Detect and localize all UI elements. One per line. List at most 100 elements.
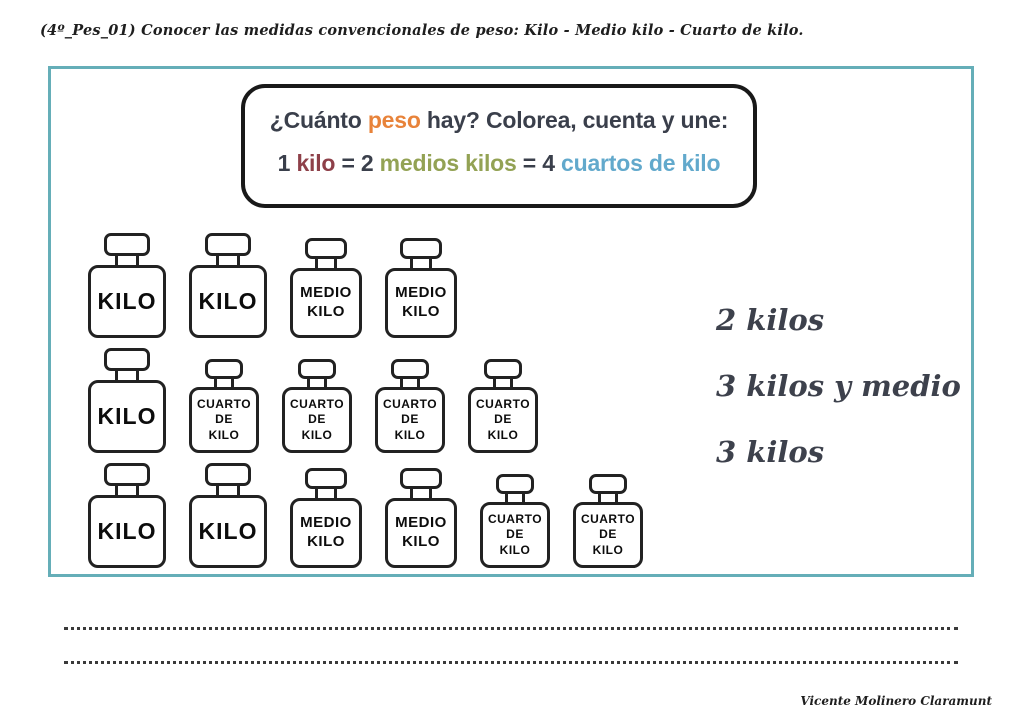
weight-knob bbox=[104, 233, 150, 256]
weight-neck bbox=[115, 254, 139, 267]
weight-label-line: CUARTO bbox=[196, 396, 252, 411]
kilo-weight[interactable]: KILO bbox=[189, 233, 267, 338]
weight-neck bbox=[216, 484, 240, 497]
weight-label-line: KILO bbox=[394, 427, 426, 442]
text-segment: kilo bbox=[296, 150, 336, 176]
weight-knob bbox=[496, 474, 534, 494]
weight-knob bbox=[589, 474, 627, 494]
weight-neck bbox=[315, 257, 337, 270]
weight-label-line: DE bbox=[215, 412, 233, 427]
weight-neck bbox=[315, 487, 337, 500]
weight-knob bbox=[104, 348, 150, 371]
weight-body: KILO bbox=[88, 380, 166, 453]
weight-knob bbox=[205, 359, 243, 379]
weight-label-line: CUARTO bbox=[382, 396, 438, 411]
weight-label-line: DE bbox=[401, 412, 419, 427]
answer-option[interactable]: 3 kilos bbox=[716, 435, 825, 469]
weight-knob bbox=[205, 463, 251, 486]
weight-neck bbox=[505, 492, 525, 504]
weight-label-line: KILO bbox=[97, 288, 157, 314]
instruction-line-1: ¿Cuánto peso hay? Colorea, cuenta y une: bbox=[245, 107, 753, 134]
weight-knob bbox=[298, 359, 336, 379]
text-segment: medios kilos bbox=[379, 150, 517, 176]
answer-option[interactable]: 2 kilos bbox=[716, 303, 825, 337]
weight-label-line: KILO bbox=[402, 533, 440, 550]
weight-label-line: KILO bbox=[198, 518, 258, 544]
weight-body: KILO bbox=[189, 265, 267, 338]
text-segment: ¿Cuánto bbox=[269, 107, 368, 133]
write-in-line-1[interactable] bbox=[64, 627, 958, 630]
weight-neck bbox=[216, 254, 240, 267]
kilo-weight[interactable]: KILO bbox=[189, 463, 267, 568]
text-segment: peso bbox=[367, 107, 421, 133]
weight-neck bbox=[410, 257, 432, 270]
kilo-weight[interactable]: KILO bbox=[88, 348, 166, 453]
kilo-weight[interactable]: KILO bbox=[88, 233, 166, 338]
weight-label-line: KILO bbox=[592, 542, 624, 557]
weight-label-line: MEDIO bbox=[395, 284, 447, 302]
weight-label-line: CUARTO bbox=[289, 396, 345, 411]
weight-knob bbox=[305, 468, 347, 489]
weight-label-line: DE bbox=[308, 412, 326, 427]
kilo-weight[interactable]: KILO bbox=[88, 463, 166, 568]
weight-label-line: DE bbox=[506, 527, 524, 542]
weight-neck bbox=[307, 377, 327, 389]
answer-options: 2 kilos 3 kilos y medio 3 kilos bbox=[716, 306, 961, 504]
write-in-line-2[interactable] bbox=[64, 661, 958, 664]
weight-neck bbox=[493, 377, 513, 389]
weight-label-line: KILO bbox=[208, 427, 240, 442]
weight-knob bbox=[391, 359, 429, 379]
weight-knob bbox=[104, 463, 150, 486]
weight-label-line: KILO bbox=[198, 288, 258, 314]
text-segment: hay? Colorea, cuenta y une: bbox=[420, 107, 729, 133]
weight-label-line: CUARTO bbox=[580, 511, 636, 526]
weight-neck bbox=[400, 377, 420, 389]
weight-label-line: DE bbox=[494, 412, 512, 427]
weight-neck bbox=[598, 492, 618, 504]
instruction-box: ¿Cuánto peso hay? Colorea, cuenta y une:… bbox=[241, 84, 757, 208]
weight-label-line: KILO bbox=[301, 427, 333, 442]
weight-body: KILO bbox=[88, 495, 166, 568]
weight-neck bbox=[410, 487, 432, 500]
weight-label-line: CUARTO bbox=[475, 396, 531, 411]
text-segment: cuartos de kilo bbox=[561, 150, 721, 176]
weight-label-line: KILO bbox=[402, 303, 440, 320]
answer-option[interactable]: 3 kilos y medio bbox=[716, 369, 961, 403]
text-segment: = 4 bbox=[516, 150, 562, 176]
weight-label-line: KILO bbox=[307, 533, 345, 550]
weight-label-line: KILO bbox=[97, 403, 157, 429]
weight-neck bbox=[115, 484, 139, 497]
weight-body: KILO bbox=[189, 495, 267, 568]
weight-label-line: CUARTO bbox=[487, 511, 543, 526]
weight-neck bbox=[115, 369, 139, 382]
weight-label-line: MEDIO bbox=[395, 514, 447, 532]
weight-label-line: MEDIO bbox=[300, 284, 352, 302]
weight-label-line: DE bbox=[599, 527, 617, 542]
weight-label-line: KILO bbox=[487, 427, 519, 442]
weight-label-line: MEDIO bbox=[300, 514, 352, 532]
text-segment: 1 bbox=[277, 150, 297, 176]
weight-knob bbox=[205, 233, 251, 256]
